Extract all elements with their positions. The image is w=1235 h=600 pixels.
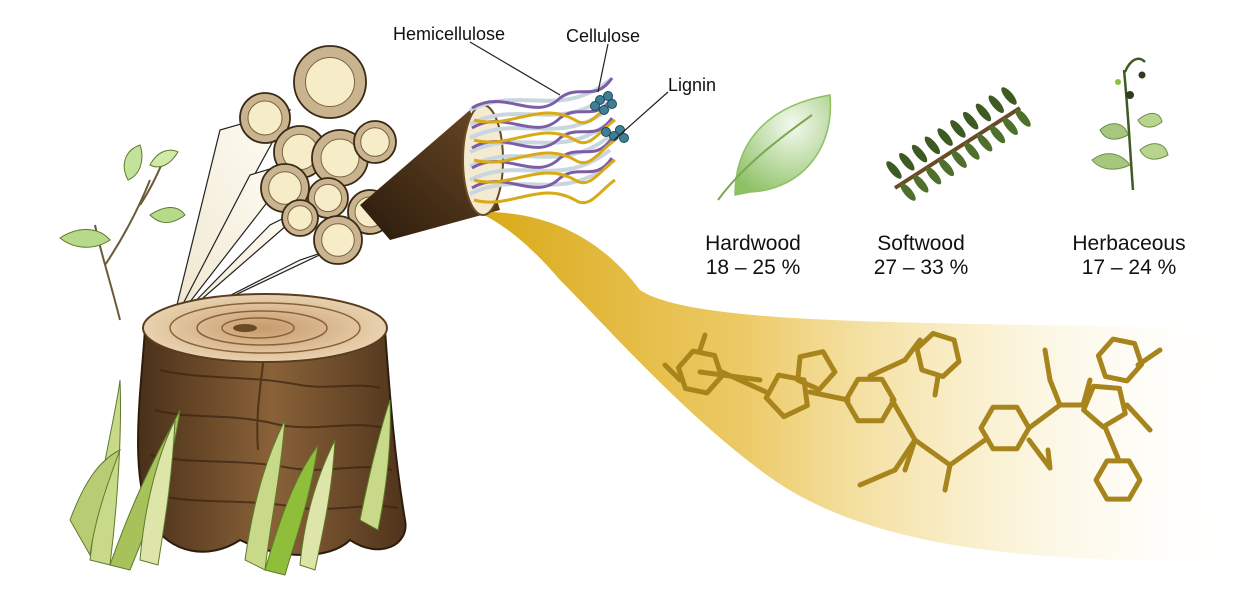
lignin-label: Lignin: [668, 75, 717, 95]
needle: [938, 158, 955, 177]
cellulose-fibril: [469, 120, 612, 154]
softwood-twig: [893, 106, 1022, 190]
molecule-bond: [947, 437, 988, 468]
cellulose-end: [607, 99, 617, 109]
molecule-bond: [932, 374, 941, 398]
molecule-ring: [1081, 383, 1128, 430]
needle: [989, 125, 1006, 144]
cellulose-end: [601, 127, 611, 137]
plant-type-softwood: Softwood 27 – 33 %: [836, 232, 1006, 280]
molecule-bond: [719, 369, 769, 395]
cell-lumen: [287, 205, 313, 231]
plant-type-range: 27 – 33 %: [873, 256, 969, 279]
cell-lumen: [320, 138, 360, 178]
molecule-ring: [914, 331, 962, 379]
molecule-ring: [675, 348, 725, 396]
molecule-bond: [1047, 377, 1063, 408]
molecule-bond: [697, 332, 708, 353]
molecule-bond: [1026, 437, 1053, 471]
cell-lumen: [360, 127, 390, 157]
molecule-bond: [1135, 347, 1163, 368]
herbaceous-plant-icon: [1091, 57, 1169, 191]
needle: [1015, 109, 1031, 127]
plant-type-herbaceous: Herbaceous 17 – 24 %: [1044, 232, 1214, 280]
needle: [976, 133, 993, 152]
fibril-bundle: [462, 77, 629, 216]
plant-type-name: Herbaceous: [1072, 232, 1186, 255]
molecule-bond: [1124, 402, 1153, 433]
molecule-bond: [807, 389, 851, 403]
needle: [988, 95, 1004, 114]
molecule-bond: [902, 337, 923, 363]
needle: [950, 120, 966, 138]
molecule-bond: [912, 437, 953, 468]
cell-lumen: [305, 57, 355, 107]
plant-type-range: 18 – 25 %: [705, 256, 801, 279]
hemicellulose-strand: [471, 77, 614, 110]
molecule-bond: [1042, 347, 1053, 383]
molecule-ring: [978, 404, 1032, 452]
hardwood-leaf-icon: [717, 94, 832, 201]
needle: [925, 166, 942, 185]
needle: [962, 111, 979, 130]
molecule-bond: [867, 357, 908, 379]
molecule-bond: [902, 437, 918, 473]
cell-lumen: [313, 183, 343, 213]
label-leader-lines: [469, 41, 669, 141]
molecule-bond: [889, 397, 918, 443]
lignin-strand: [473, 118, 616, 144]
cellulose-end: [590, 101, 600, 111]
cell-lumen: [247, 100, 283, 136]
cellulose-end: [619, 133, 629, 143]
lignin-molecule-structure: [662, 331, 1163, 502]
needle: [924, 136, 941, 155]
hemicellulose-label: Hemicellulose: [393, 24, 506, 44]
molecule-ring: [795, 349, 838, 392]
needle: [911, 144, 928, 163]
cellulose-label: Cellulose: [566, 26, 641, 46]
plant-type-name: Hardwood: [705, 232, 801, 255]
molecule-bond: [1045, 447, 1053, 471]
molecule-ring: [1093, 458, 1143, 502]
plant-type-range: 17 – 24 %: [1081, 256, 1177, 279]
lignin-strand: [473, 178, 616, 204]
molecule-bond: [942, 462, 953, 493]
lignin-strand: [473, 138, 616, 164]
cellulose-fibril: [469, 134, 612, 168]
needle: [964, 142, 980, 160]
plant-type-hardwood: Hardwood 18 – 25 %: [668, 232, 838, 280]
sapling-icon: [59, 144, 186, 321]
needle: [951, 150, 967, 168]
needle: [937, 128, 953, 146]
molecule-ring: [1095, 336, 1145, 384]
plant-type-name: Softwood: [877, 232, 965, 255]
molecule-bond: [1102, 424, 1121, 461]
cell-lumen: [321, 223, 355, 257]
molecule-bond: [662, 362, 683, 383]
needle: [886, 161, 902, 179]
needle: [900, 183, 916, 201]
lignin-strand: [473, 158, 616, 184]
cellulose-fibril: [469, 148, 612, 182]
needle: [1002, 117, 1018, 136]
cell-lumen: [268, 171, 302, 205]
cellulose-end: [603, 91, 613, 101]
molecule-bond: [857, 467, 898, 488]
grass-tufts: [69, 379, 391, 576]
molecule-bond: [1080, 377, 1093, 408]
wood-cell-cluster: [239, 45, 397, 265]
needle: [975, 103, 992, 122]
tree-stump-icon: [137, 293, 407, 556]
needle: [899, 152, 915, 171]
cellulose-fibril: [469, 162, 612, 196]
molecule-bond: [1026, 402, 1063, 431]
needle: [913, 174, 929, 193]
cellulose-end: [599, 105, 609, 115]
softwood-needle-icon: [886, 87, 1031, 201]
needle: [1001, 87, 1017, 105]
